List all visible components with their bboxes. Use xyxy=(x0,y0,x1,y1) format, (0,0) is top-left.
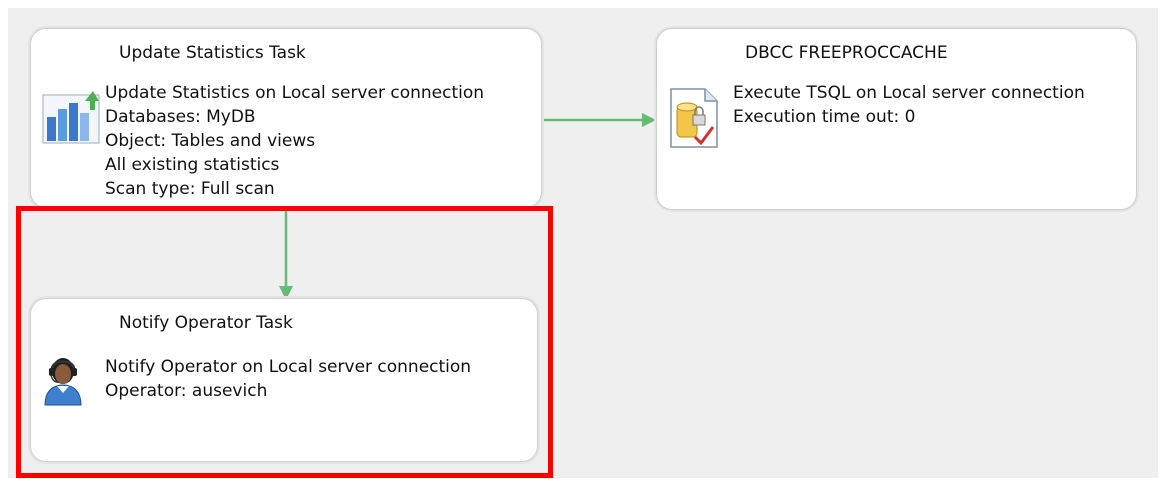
task-detail-line: Databases: MyDB xyxy=(105,107,256,127)
connector-update-to-notify[interactable] xyxy=(279,210,293,300)
tsql-document-icon xyxy=(670,88,718,148)
task-title: Notify Operator Task xyxy=(119,313,293,333)
bar-chart-icon xyxy=(42,91,100,144)
task-detail-line: Execution time out: 0 xyxy=(733,107,916,127)
task-title: DBCC FREEPROCCACHE xyxy=(745,43,948,63)
task-detail-line: Operator: ausevich xyxy=(105,381,268,401)
notify-operator-task[interactable]: Notify Operator Task Notify Operator on … xyxy=(30,298,538,462)
dbcc-freeproccache-task[interactable]: DBCC FREEPROCCACHE Execute TSQL on Local… xyxy=(656,28,1137,210)
connector-update-to-dbcc[interactable] xyxy=(544,113,656,127)
task-detail-line: All existing statistics xyxy=(105,155,280,175)
task-detail-line: Update Statistics on Local server connec… xyxy=(105,83,485,103)
task-detail-line: Scan type: Full scan xyxy=(105,179,275,199)
task-details: Notify Operator on Local server connecti… xyxy=(105,355,525,403)
task-detail-line: Notify Operator on Local server connecti… xyxy=(105,357,472,377)
task-details: Execute TSQL on Local server connection … xyxy=(733,81,1093,129)
operator-person-icon xyxy=(44,358,82,406)
task-detail-line: Execute TSQL on Local server connection xyxy=(733,83,1085,103)
task-details: Update Statistics on Local server connec… xyxy=(105,81,535,201)
update-statistics-task[interactable]: Update Statistics Task Update Statistics… xyxy=(30,28,542,208)
task-title: Update Statistics Task xyxy=(119,43,306,63)
task-detail-line: Object: Tables and views xyxy=(105,131,316,151)
